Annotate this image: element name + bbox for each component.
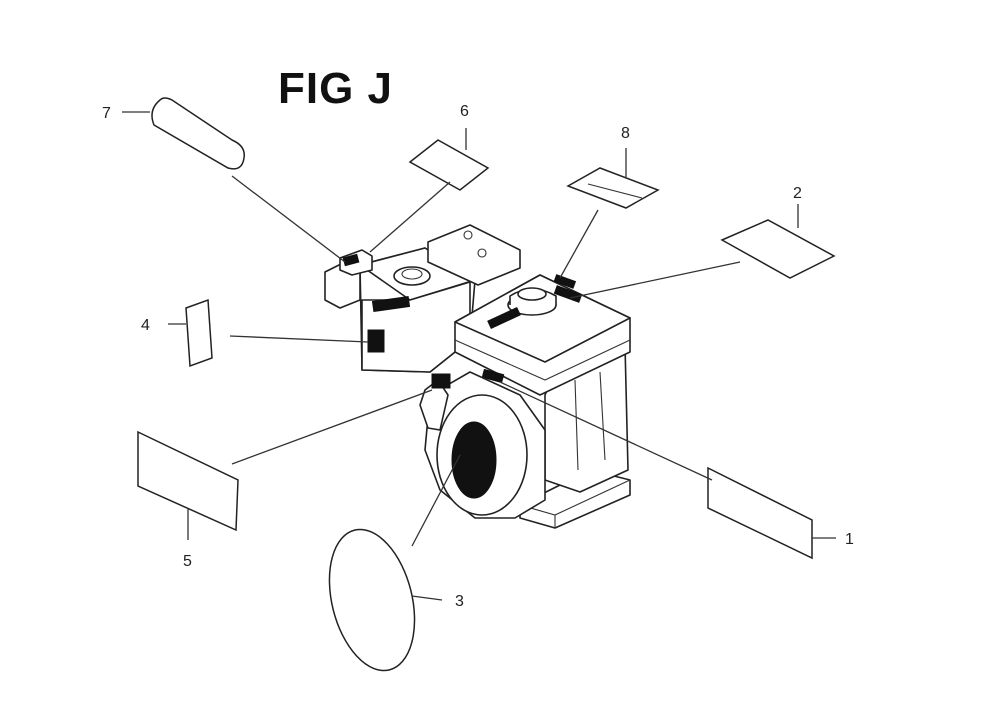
decal-8 [566,167,660,209]
callout-8: 8 [621,125,630,142]
callout-2: 2 [793,185,802,202]
decal-2 [720,219,836,279]
callout-5: 5 [183,553,192,570]
leader-lines [122,111,836,601]
decal-5 [137,430,239,532]
callout-6: 6 [460,103,469,120]
callout-7: 7 [102,105,111,122]
engine-illustration [324,224,631,529]
decal-3 [328,528,416,672]
decal-6 [408,139,490,191]
callout-4: 4 [141,317,150,334]
decal-7 [151,97,245,170]
decal-4 [185,298,213,368]
figure-title: FIG J [278,64,394,113]
callout-3: 3 [455,593,464,610]
decal-1 [707,466,813,560]
callout-1: 1 [845,531,854,548]
